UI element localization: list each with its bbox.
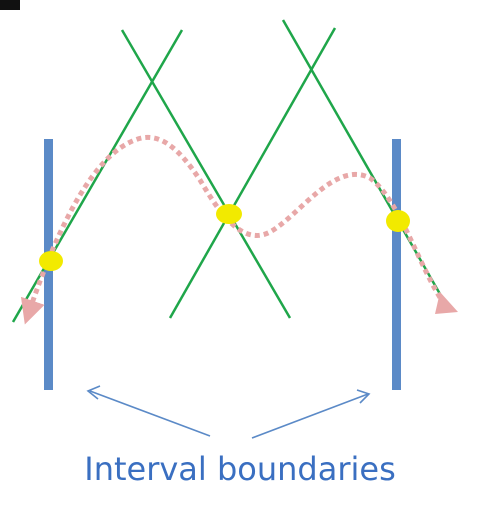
right-interval-boundary <box>392 139 401 390</box>
tangent-line-3 <box>168 27 337 319</box>
intersection-point-left <box>39 251 63 271</box>
top-fragment <box>0 0 20 10</box>
arrow-to-right-boundary-head-icon <box>356 389 371 404</box>
tangent-lines <box>11 19 450 323</box>
annotation-arrows <box>86 385 371 439</box>
caption-label: Interval boundaries <box>84 450 396 488</box>
tangent-line-2 <box>120 29 292 319</box>
tangent-line-4 <box>281 19 450 309</box>
arrow-to-left-boundary <box>89 390 211 437</box>
tangent-line-1 <box>11 29 184 323</box>
arrow-to-right-boundary <box>251 393 369 439</box>
arrow-to-left-boundary-head-icon <box>86 385 101 400</box>
intersection-point-middle <box>216 204 242 224</box>
curve-right-arrowhead-icon <box>435 292 458 314</box>
dotted-curve <box>20 134 448 325</box>
intersection-point-right <box>386 210 410 232</box>
